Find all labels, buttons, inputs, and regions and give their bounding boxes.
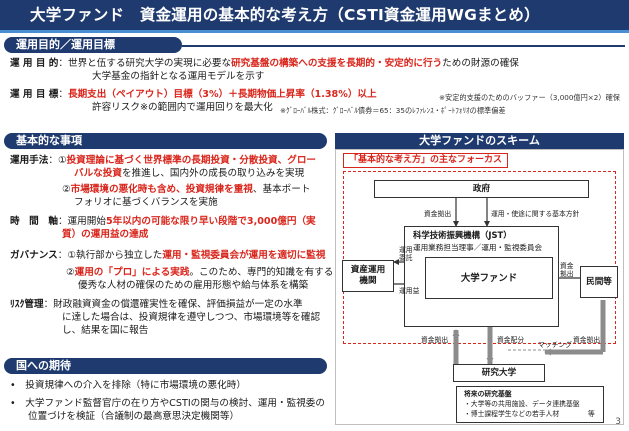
label-univ-capital: 資金拠出 <box>421 336 449 344</box>
label-matching: マッチング <box>538 341 572 349</box>
bullet-icon: • <box>10 398 16 409</box>
label-policy: 運用・使途に関する基本方針 <box>491 210 580 218</box>
page-title: 大学ファンド 資金運用の基本的な考え方（CSTI資金運用WGまとめ） <box>0 0 629 30</box>
future-base-item-2: ・博士課程学生などの若手人材 <box>464 410 560 418</box>
government-node: 政府 <box>374 180 589 198</box>
purpose-label: 運 用 目 的 <box>10 58 59 69</box>
university-fund-node: 大学ファンド <box>425 257 553 299</box>
purpose-line-2: 大学基金の指針となる運用モデルを示す <box>92 71 265 82</box>
label-capital-out: 資金拠出 <box>424 210 452 218</box>
target-note-reference: ※ｸﾞﾛｰﾊﾞﾙ株式：ｸﾞﾛｰﾊﾞﾙ債券＝65：35のﾚﾌｧﾚﾝｽ・ﾎﾟｰﾄﾌｫ… <box>280 106 506 115</box>
method-row-1b: バルな投資を推進し、国内外の成長の取り込みを実現 <box>74 168 305 179</box>
target-line-2: 許容リスク※の範囲内で運用回りを最大化 <box>92 102 273 113</box>
risk-row-3: し、結果を国に報告 <box>62 325 149 336</box>
jst-subtitle: 運用業務担当理事／運用・監視委員会 <box>413 243 543 252</box>
label-returns: 運用益 <box>399 287 420 295</box>
time-label: 時 間 軸 <box>10 216 58 227</box>
governance-row-2: ②運用の「プロ」による実践。このため、専門的知識を有する <box>66 267 334 278</box>
governance-row-1: ガバナンス：①執行部から独立した運用・監視委員会が運用を適切に監視 <box>10 250 326 261</box>
risk-label: ﾘｽｸ管理 <box>10 299 44 310</box>
section-heading-goal: 運用目的／運用目標 <box>4 37 182 53</box>
target-note-buffer: ※安定的支援のためのバッファー（3,000億円×2）確保 <box>439 93 620 102</box>
label-private-out-2: 拠出 <box>560 270 574 278</box>
jst-title: 科学技術振興機構（JST） <box>413 230 512 240</box>
method-row-2: ②市場環境の悪化時も含め、投資規律を重視、基本ポート <box>62 184 311 195</box>
page-number: 3 <box>615 417 621 427</box>
expectation-item-1: • 投資規律への介入を排除（特に市場環境の悪化時） <box>10 380 246 391</box>
label-private-out-right: 資金拠出 <box>573 336 601 344</box>
focus-area-box <box>343 171 616 344</box>
expectation-item-2: • 大学ファンド監督官庁の在り方やCSTIの関与の検討、運用・監視委の <box>10 398 325 409</box>
future-base-etc: 等 <box>588 410 595 418</box>
future-base-box <box>456 386 604 423</box>
method-label: 運用手法 <box>10 155 49 166</box>
future-base-item-1: ・大学等の共用施設、データ連携基盤 <box>464 400 580 408</box>
section-heading-basics: 基本的な事項 <box>4 133 327 149</box>
label-private-out-1: 資金 <box>560 262 574 270</box>
time-row-1: 時 間 軸：運用開始5年以内の可能な限り早い段階で3,000億円（実 <box>10 216 316 227</box>
section-divider-goal <box>182 45 625 47</box>
label-distribution: 資金配分 <box>497 336 525 344</box>
research-university-node: 研究大学 <box>453 364 545 382</box>
label-consign-2: 委託 <box>399 254 413 262</box>
label-consign-1: 運用 <box>399 246 413 254</box>
purpose-row: 運 用 目 的：世界と伍する研究大学の実現に必要な研究基盤の構築への支援を長期的… <box>10 58 519 69</box>
governance-label: ガバナンス <box>10 250 58 261</box>
asset-manager-node: 資産運用 機関 <box>342 260 394 292</box>
private-sector-node: 民間等 <box>580 266 618 298</box>
scheme-heading: 大学ファンドのスキーム <box>335 133 624 149</box>
target-row: 運 用 目 標：長期支出（ペイアウト）目標（3%）＋長期物価上昇率（1.38%）… <box>10 89 377 100</box>
governance-row-2b: 優秀な人材の確保のための雇用形態や給与体系を構築 <box>78 280 309 291</box>
method-row-2b: フォリオに基づくバランスを実施 <box>74 197 218 208</box>
target-label: 運 用 目 標 <box>10 89 59 100</box>
risk-row-2: に達した場合は、投資規律を遵守しつつ、市場環境等を確認 <box>62 312 321 323</box>
focus-label: 「基本的な考え方」の主なフォーカス <box>343 153 509 168</box>
title-underline <box>0 30 629 33</box>
risk-row-1: ﾘｽｸ管理：財政融資資金の償還確実性を確保、評価損益が一定の水準 <box>10 299 303 310</box>
expectation-item-2b: 位置づけを検証（合議制の最高意思決定機関等） <box>28 411 240 422</box>
time-row-2: 質）の運用益の達成 <box>62 229 149 240</box>
section-heading-expectations: 国への期待 <box>4 358 327 374</box>
bullet-icon: • <box>10 380 16 391</box>
method-row-1: 運用手法：①投資理論に基づく世界標準の長期投資・分散投資、グロー <box>10 155 317 166</box>
future-base-title: 将来の研究基盤 <box>464 390 512 398</box>
